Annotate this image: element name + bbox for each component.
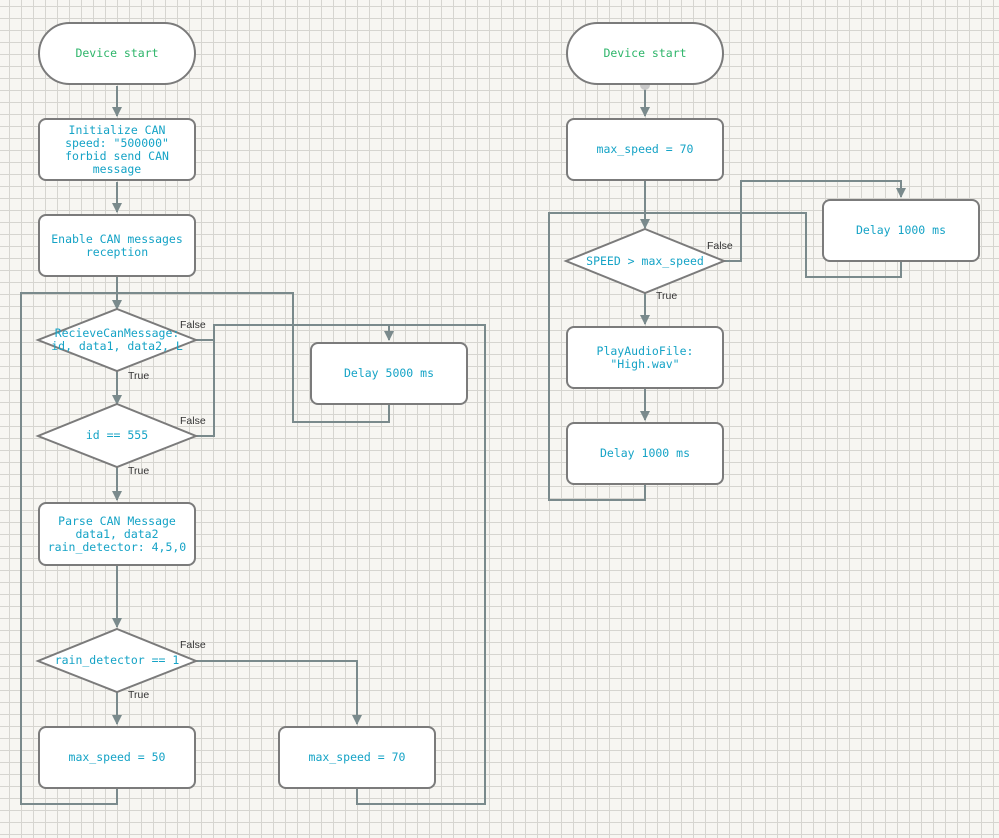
decision-id-text: id == 555 — [85, 428, 149, 442]
decision-rain-shape — [35, 627, 199, 694]
decision-id-shape — [35, 402, 199, 469]
decision-recv-can-text: RecieveCanMessage: id, data1, data2, L — [51, 326, 183, 353]
branch-label-true: True — [128, 689, 150, 701]
branch-label-false: False — [180, 415, 206, 427]
max-speed-50-node: max_speed = 50 — [38, 726, 196, 789]
branch-label-true: True — [656, 290, 678, 302]
edge-r-false-to-delay — [724, 180, 906, 262]
edge-recv-false-to-delay — [196, 324, 394, 341]
decision-rain-text: rain_detector == 1 — [54, 653, 180, 667]
parse-can-node: Parse CAN Message data1, data2 rain_dete… — [38, 502, 196, 566]
delay-5000-node: Delay 5000 ms — [310, 342, 468, 405]
edge-50-loop-back — [20, 292, 118, 805]
decision-speed-shape — [563, 227, 727, 295]
branch-label-true: True — [128, 465, 150, 477]
enable-reception-node: Enable CAN messages reception — [38, 214, 196, 277]
right-delay-true-node: Delay 1000 ms — [566, 422, 724, 485]
edge-id-false-join — [196, 340, 215, 437]
right-max-speed-70-node: max_speed = 70 — [566, 118, 724, 181]
play-audio-node: PlayAudioFile: "High.wav" — [566, 326, 724, 389]
branch-label-false: False — [180, 319, 206, 331]
init-can-node: Initialize CAN speed: "500000" forbid se… — [38, 118, 196, 181]
branch-label-false: False — [180, 639, 206, 651]
edge-r-delay-true-loop — [548, 212, 646, 501]
edge-70-loop-back — [356, 324, 486, 805]
right-delay-false-node: Delay 1000 ms — [822, 199, 980, 262]
edge-delay-loop-back — [117, 292, 390, 423]
max-speed-70-node: max_speed = 70 — [278, 726, 436, 789]
start-terminal: Device start — [38, 22, 196, 85]
edge-rain-false-to-70 — [196, 660, 362, 725]
decision-speed-text: SPEED > max_speed — [586, 253, 704, 268]
decision-recv-can-shape — [35, 307, 199, 373]
branch-label-true: True — [128, 370, 150, 382]
edge-r-delay-false-loop — [645, 212, 902, 278]
right-start-terminal: Device start — [566, 22, 724, 85]
branch-label-false: False — [707, 240, 733, 252]
